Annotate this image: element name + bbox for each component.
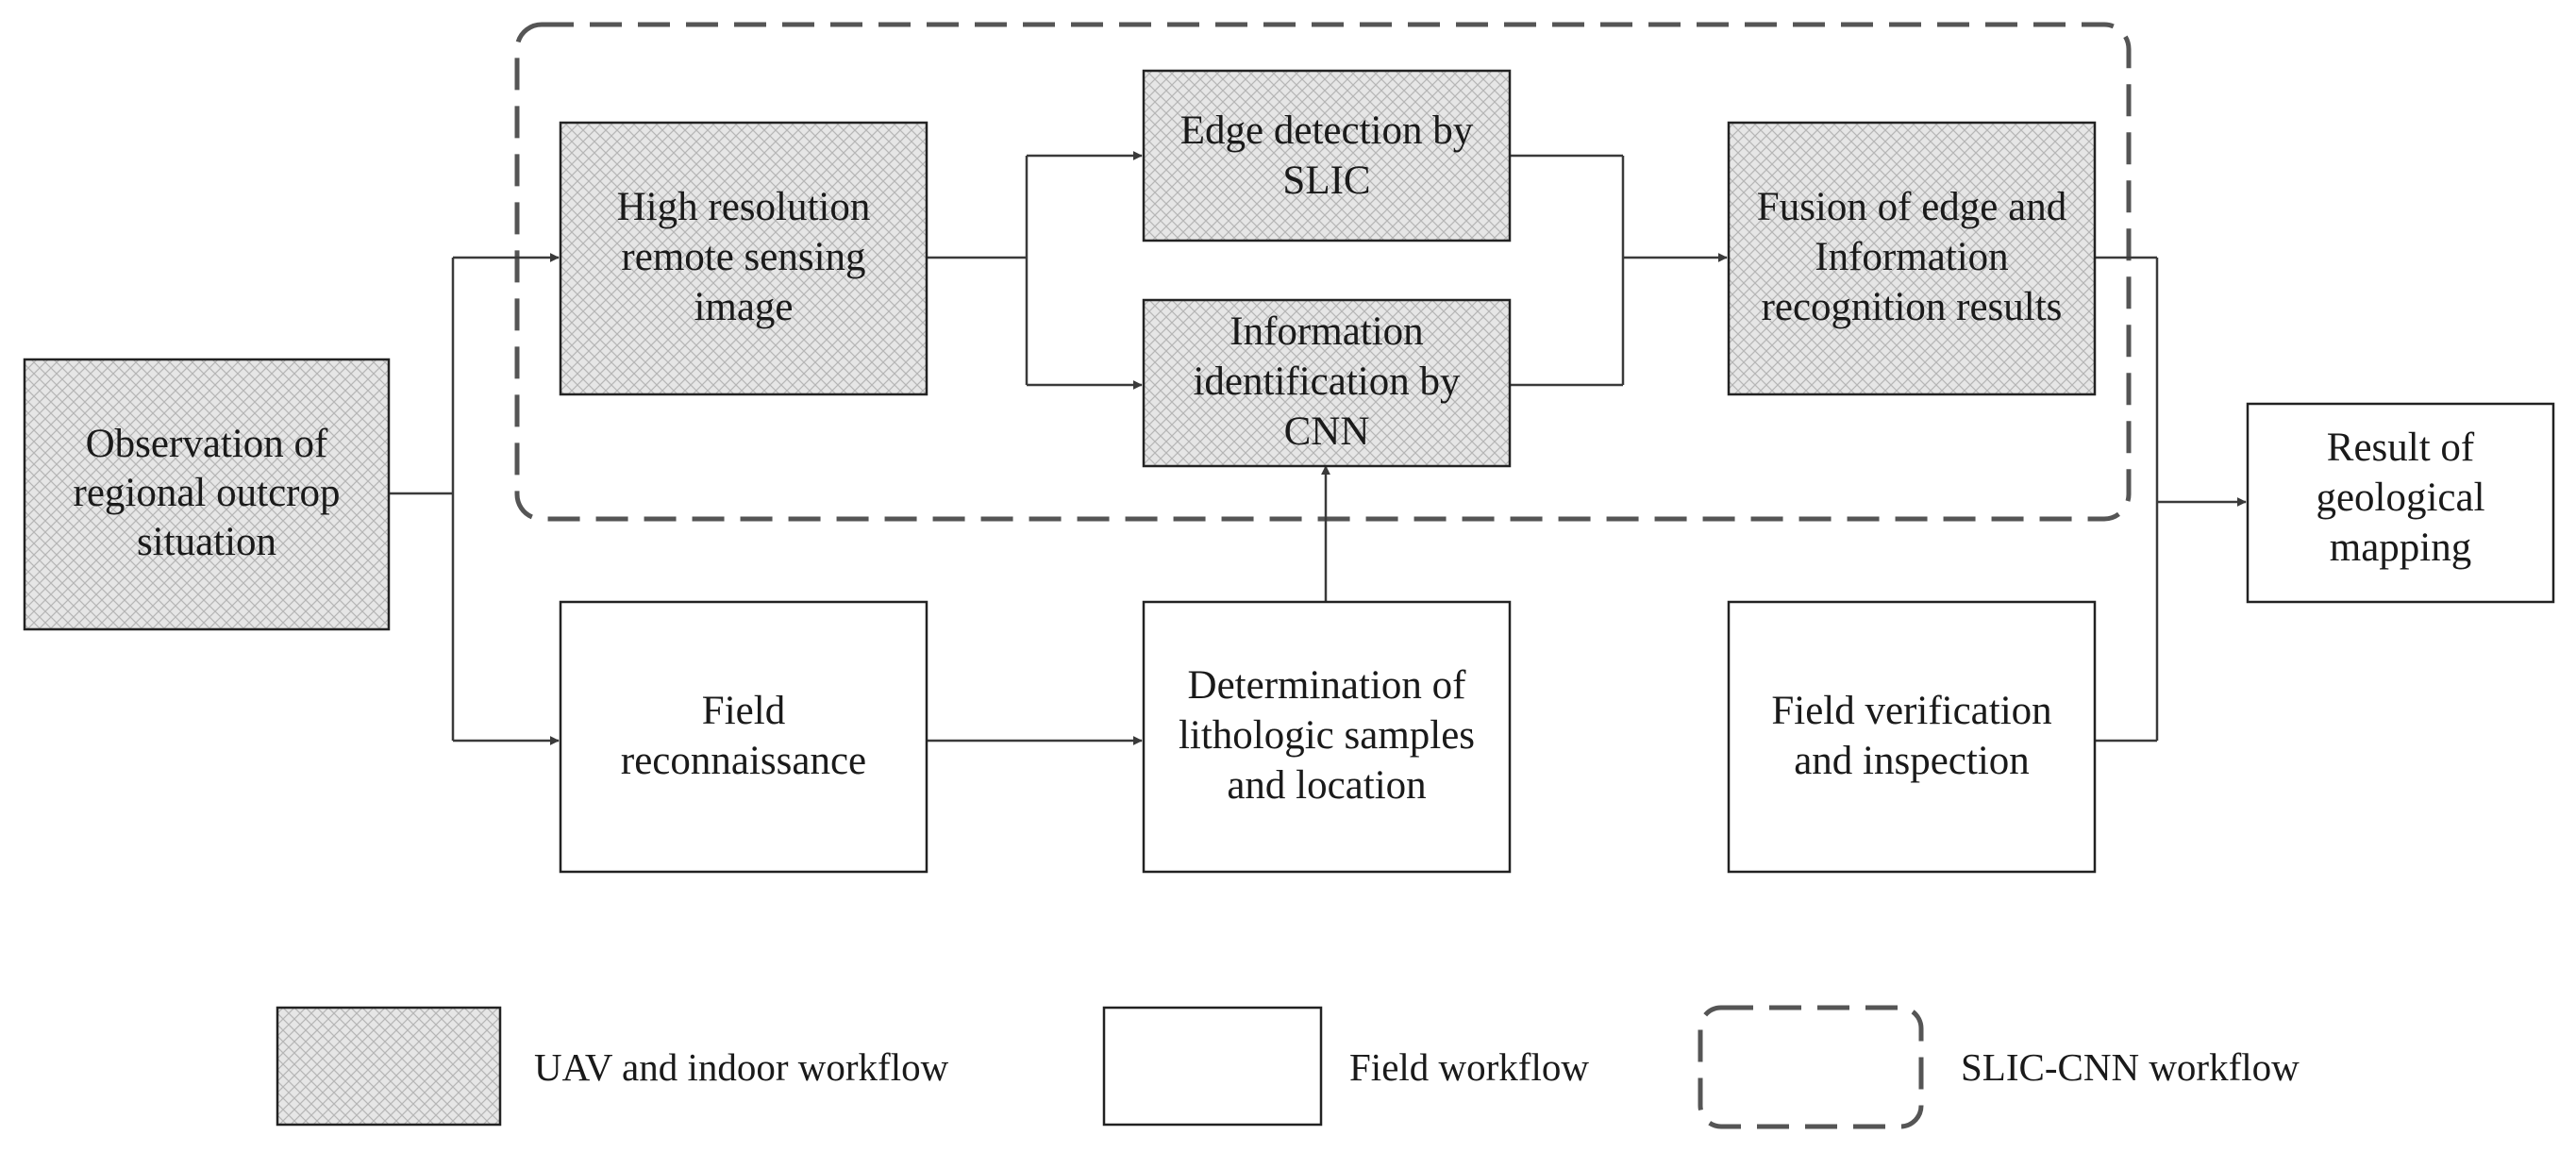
- node-observation-line-2: regional outcrop: [74, 471, 341, 515]
- node-result-line-3: mapping: [2330, 526, 2471, 570]
- legend-slic-cnn-swatch: [1698, 1005, 1924, 1129]
- node-result-line-2: geological: [2316, 476, 2484, 520]
- legend-slic-cnn-label: SLIC-CNN workflow: [1961, 1045, 2300, 1089]
- node-determination-line-2: lithologic samples: [1179, 713, 1475, 758]
- node-field-verification-line-2: and inspection: [1794, 739, 2030, 783]
- node-field-recon-line-2: reconnaissance: [621, 739, 866, 783]
- node-info-identification-line-2: identification by: [1193, 359, 1461, 404]
- node-high-res-line-1: High resolution: [617, 185, 871, 229]
- node-field-recon-line-1: Field: [702, 689, 785, 733]
- node-determination-line-3: and location: [1227, 763, 1426, 808]
- node-info-identification-line-3: CNN: [1284, 409, 1370, 454]
- node-high-res: High resolution remote sensing image: [559, 121, 928, 396]
- node-fusion-line-3: recognition results: [1762, 285, 2063, 329]
- legend: UAV and indoor workflow Field workflow S…: [276, 1005, 2300, 1129]
- legend-uav-label: UAV and indoor workflow: [534, 1045, 949, 1089]
- node-fusion-line-2: Information: [1815, 235, 2008, 279]
- node-determination-line-1: Determination of: [1188, 663, 1467, 708]
- node-info-identification: Information identification by CNN: [1142, 298, 1512, 468]
- connectors: [389, 151, 2247, 745]
- legend-field-label: Field workflow: [1349, 1045, 1589, 1089]
- node-fusion: Fusion of edge and Information recogniti…: [1727, 121, 2097, 396]
- node-observation-line-1: Observation of: [86, 422, 328, 466]
- node-field-verification: Field verification and inspection: [1727, 600, 2097, 874]
- legend-uav-swatch: [276, 1006, 502, 1127]
- node-fusion-line-1: Fusion of edge and: [1757, 185, 2066, 229]
- node-field-recon: Field reconnaissance: [559, 600, 928, 874]
- node-determination: Determination of lithologic samples and …: [1142, 600, 1512, 874]
- node-edge-detection-line-1: Edge detection by: [1180, 109, 1474, 153]
- node-field-verification-line-1: Field verification: [1771, 689, 2051, 733]
- node-high-res-line-3: image: [694, 285, 793, 329]
- node-info-identification-line-1: Information: [1229, 309, 1423, 354]
- node-result-line-1: Result of: [2327, 426, 2475, 470]
- slic-cnn-group-frame: [514, 22, 2132, 522]
- node-edge-detection: Edge detection by SLIC: [1142, 69, 1512, 242]
- node-observation: Observation of regional outcrop situatio…: [23, 358, 391, 631]
- node-edge-detection-line-2: SLIC: [1282, 159, 1370, 203]
- node-observation-line-3: situation: [137, 520, 276, 564]
- node-high-res-line-2: remote sensing: [621, 235, 865, 279]
- legend-field-swatch: [1102, 1006, 1323, 1127]
- node-result: Result of geological mapping: [2246, 402, 2555, 604]
